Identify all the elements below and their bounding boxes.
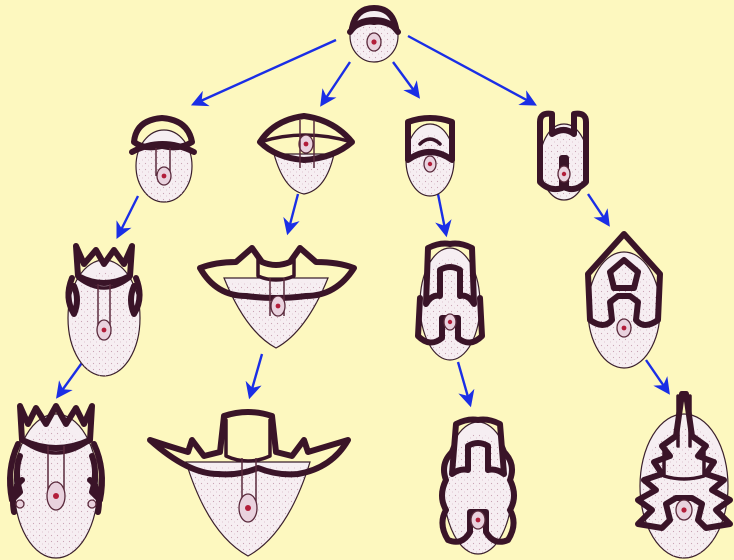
arrow-a2-a3	[58, 360, 84, 396]
organism-c3-icon	[442, 420, 514, 555]
organism-a1-icon	[132, 118, 194, 202]
organism-d2-icon	[588, 234, 660, 368]
arrow-root-c1	[393, 62, 418, 96]
arrow-root-d1	[408, 36, 534, 104]
organism-a3-icon	[10, 406, 102, 558]
organism-b2-icon	[200, 248, 354, 348]
arrow-b1-b2	[288, 194, 298, 232]
organism-c1-icon	[406, 118, 454, 196]
organism-d3-icon	[638, 394, 730, 558]
organism-c2-icon	[418, 244, 482, 361]
arrow-c2-c3	[458, 362, 470, 404]
organism-b3-icon	[150, 412, 348, 556]
arrow-root-b1	[322, 62, 350, 104]
organism-b1-icon	[260, 116, 352, 194]
arrow-root-a1	[194, 40, 336, 104]
arrow-b2-b3	[250, 354, 262, 396]
arrow-c1-c2	[438, 194, 446, 234]
arrow-d1-d2	[588, 194, 608, 224]
organism-a2-icon	[68, 246, 140, 376]
ancestral-organism-icon	[350, 8, 398, 62]
organism-d1-icon	[540, 114, 588, 200]
arrows-group	[58, 36, 668, 404]
arrow-a1-a2	[118, 196, 138, 236]
arrow-d2-d3	[646, 360, 668, 392]
